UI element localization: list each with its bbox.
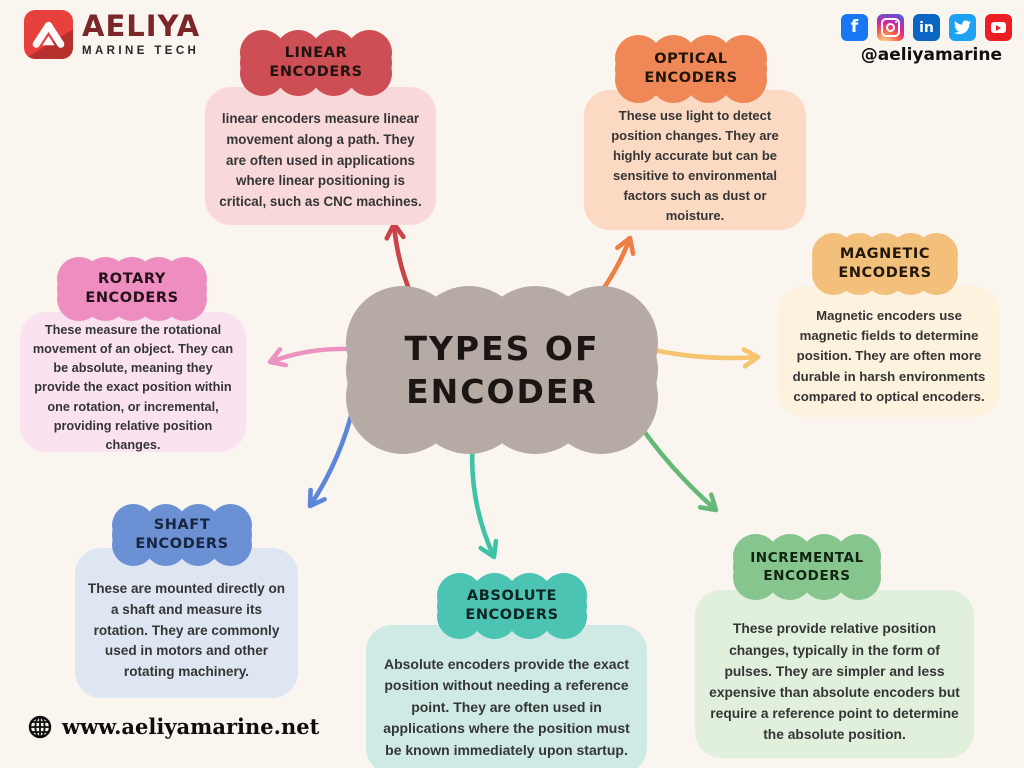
aeliya-logo-icon [24, 10, 73, 59]
brand-name: AELIYA [82, 9, 201, 43]
card-incremental-body: These provide relative position changes,… [709, 621, 960, 743]
badge-rotary-encoders: ROTARY ENCODERS [57, 257, 207, 321]
globe-icon [28, 715, 52, 738]
arrow-magnetic [646, 346, 761, 369]
card-optical-encoders: These use light to detect position chang… [584, 90, 806, 230]
card-linear-encoders: linear encoders measure linear movement … [205, 87, 436, 225]
badge-optical-encoders: OPTICAL ENCODERS [615, 35, 767, 103]
badge-incremental-cloud-shape [733, 534, 881, 600]
website-link[interactable]: www.aeliyamarine.net [28, 714, 319, 739]
instagram-icon[interactable] [877, 14, 904, 41]
center-topic: TYPES OF ENCODER [346, 286, 658, 454]
card-incremental-encoders: These provide relative position changes,… [695, 590, 974, 758]
social-handle: @aeliyamarine [860, 45, 1002, 65]
brand-tagline: MARINE TECH [82, 45, 200, 57]
card-optical-body: These use light to detect position chang… [611, 107, 779, 224]
center-title-line2: ENCODER [406, 372, 598, 411]
website-url: www.aeliyamarine.net [62, 714, 320, 739]
badge-rotary-cloud-shape [57, 257, 207, 321]
card-shaft-body: These are mounted directly on a shaft an… [87, 580, 286, 680]
badge-absolute-encoders: ABSOLUTE ENCODERS [437, 573, 587, 639]
card-magnetic-encoders: Magnetic encoders use magnetic fields to… [778, 286, 1000, 417]
center-title: TYPES OF ENCODER [405, 328, 600, 413]
badge-shaft-cloud-shape [112, 504, 252, 566]
twitter-icon[interactable] [949, 14, 976, 41]
arrow-absolute [469, 434, 499, 560]
card-rotary-encoders: These measure the rotational movement of… [20, 312, 246, 452]
center-title-line1: TYPES OF [404, 328, 600, 368]
brand-logo: AELIYA MARINE TECH [24, 10, 200, 59]
card-linear-body: linear encoders measure linear movement … [219, 111, 422, 209]
badge-linear-cloud-shape [240, 30, 392, 96]
badge-optical-cloud-shape [615, 35, 767, 103]
card-absolute-encoders: Absolute encoders provide the exact posi… [366, 625, 647, 768]
badge-shaft-encoders: SHAFT ENCODERS [112, 504, 252, 566]
youtube-icon[interactable] [985, 14, 1012, 41]
arrow-rotary [267, 346, 353, 368]
facebook-icon[interactable]: f [841, 14, 868, 41]
card-magnetic-body: Magnetic encoders use magnetic fields to… [792, 307, 986, 404]
center-cloud-shape [346, 286, 658, 454]
badge-magnetic-cloud-shape [812, 233, 958, 295]
badge-linear-encoders: LINEAR ENCODERS [240, 30, 392, 96]
card-rotary-body: These measure the rotational movement of… [32, 323, 234, 452]
badge-incremental-encoders: INCREMENTAL ENCODERS [733, 534, 881, 600]
badge-magnetic-encoders: MAGNETIC ENCODERS [812, 233, 958, 295]
badge-absolute-cloud-shape [437, 573, 587, 639]
social-bar: f in [841, 14, 1012, 41]
linkedin-icon[interactable]: in [913, 14, 940, 41]
card-shaft-encoders: These are mounted directly on a shaft an… [75, 548, 298, 698]
card-absolute-body: Absolute encoders provide the exact posi… [383, 655, 630, 758]
